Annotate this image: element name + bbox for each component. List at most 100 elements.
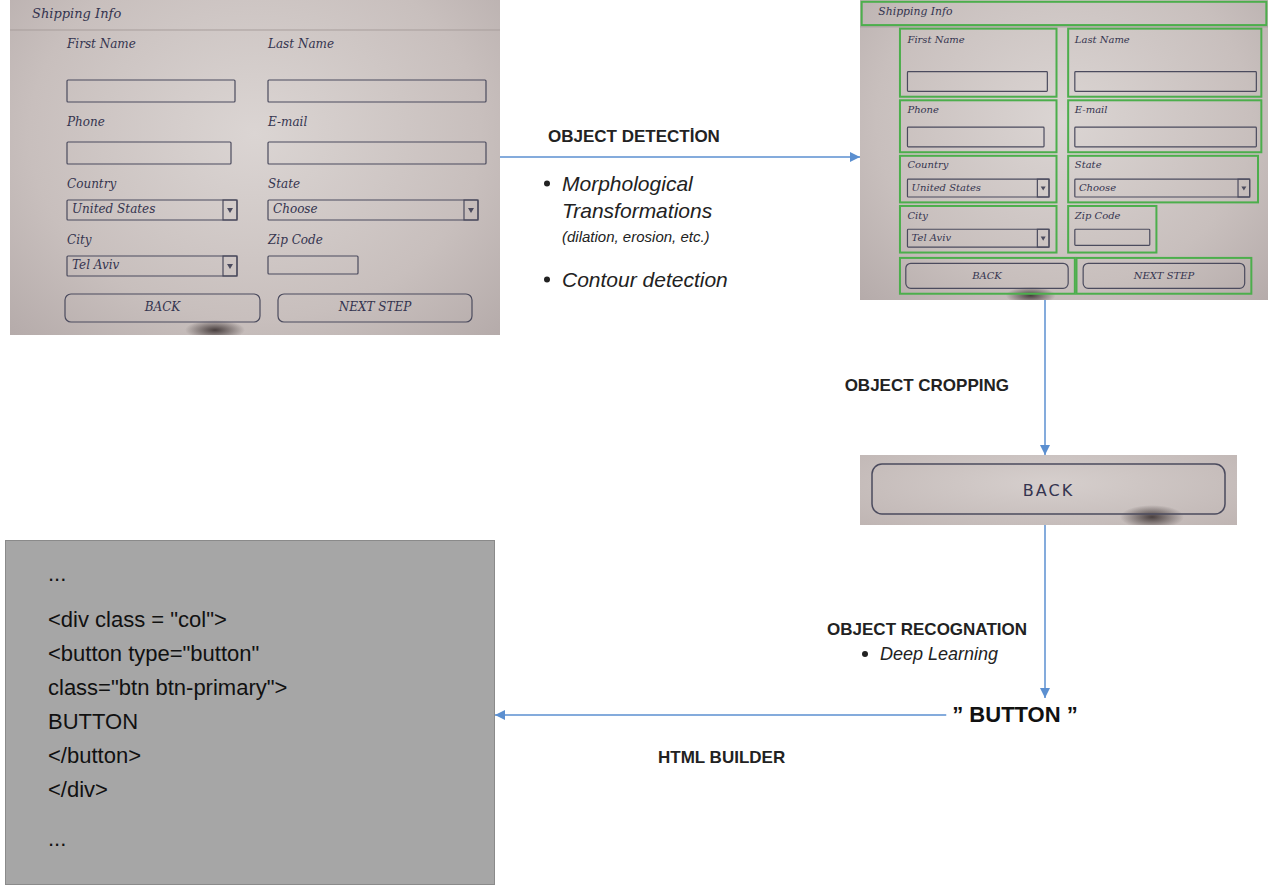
sketch-text: E-mail — [1075, 104, 1108, 115]
sketched-field — [907, 229, 1049, 247]
method-note: Contour detection — [562, 266, 822, 293]
recognized-class: ” BUTTON ” — [946, 698, 1083, 732]
sketch-text: United States — [72, 203, 155, 217]
bullet-dot — [862, 651, 868, 657]
sketched-field — [1075, 72, 1257, 92]
dropdown-button — [1037, 229, 1049, 247]
code-line: ... — [48, 561, 66, 587]
dropdown-button — [464, 200, 478, 220]
detection-box — [1068, 206, 1156, 253]
code-line: <button type="button" — [48, 641, 259, 667]
dropdown-arrow — [1041, 186, 1046, 190]
sketch-photo: Shipping InfoFirst Name Last NamePhone E-m… — [10, 0, 500, 335]
dropdown-button — [223, 200, 237, 220]
code-line: </button> — [48, 743, 141, 769]
html-code-box: ... <div class = "col"> <button type="butt… — [5, 540, 495, 885]
sketch-text: First Name — [907, 34, 964, 45]
sketch-text: Choose — [273, 203, 318, 217]
detection-box — [1068, 100, 1261, 152]
sketch-text: Last Name — [268, 38, 334, 52]
sketch-text: Shipping Info — [32, 7, 121, 22]
dropdown-button — [1238, 179, 1250, 197]
method-note: (dilation, erosion, etc.) — [562, 228, 822, 246]
button-text: BACK — [1023, 481, 1074, 500]
sketched-field — [906, 263, 1068, 288]
sketched-button — [872, 464, 1225, 514]
sketched-field — [67, 142, 231, 164]
method-note: Morphological Transformations — [562, 170, 797, 224]
detection-box — [900, 156, 1057, 203]
dropdown-arrow — [227, 264, 233, 269]
sketch-text: Zip Code — [268, 234, 323, 248]
sketched-field — [268, 256, 358, 274]
code-line: class="btn btn-primary"> — [48, 675, 287, 701]
flow-arrow — [495, 714, 946, 716]
sketch-text: Country — [907, 159, 948, 170]
sketch-text: E-mail — [268, 116, 307, 130]
bullet-dot — [544, 181, 550, 187]
sketch-text: Tel Aviv — [72, 259, 119, 273]
dropdown-arrow — [468, 208, 474, 213]
bullet-dot — [544, 277, 550, 283]
cropped-object: BACK — [860, 455, 1237, 525]
sketch-text: Phone — [67, 116, 105, 130]
detection-box — [1068, 29, 1261, 97]
sketched-field — [1075, 127, 1257, 147]
sketched-field — [278, 294, 472, 322]
sketch-text: BACK — [145, 301, 181, 315]
step-label: HTML BUILDER — [655, 748, 788, 768]
sketched-field — [268, 80, 486, 102]
sketch-text: State — [1075, 159, 1102, 170]
dropdown-button — [223, 256, 237, 276]
detection-box — [900, 258, 1075, 294]
sketch-text: Last Name — [1075, 34, 1130, 45]
sketch-text: United States — [912, 182, 981, 193]
sketch-text: State — [268, 178, 300, 192]
class-label: ” BUTTON ” — [952, 702, 1077, 728]
sketched-field — [907, 179, 1049, 197]
sketched-field — [907, 127, 1044, 147]
code-line: </div> — [48, 777, 108, 803]
paper-edge — [860, 26, 1268, 27]
detection-box — [1076, 258, 1251, 294]
sketched-field — [268, 142, 486, 164]
sketched-field — [1083, 263, 1245, 288]
sketch-text: City — [67, 234, 92, 248]
step-label: OBJECT CROPPING — [842, 376, 1012, 396]
detection-box — [900, 206, 1057, 253]
detection-box — [900, 29, 1057, 97]
step-label: OBJECT RECOGNATION — [824, 620, 1030, 640]
step-label: OBJECT DETECTİON — [545, 127, 723, 147]
sketch-text: Phone — [907, 104, 939, 115]
sketch-text: First Name — [67, 38, 136, 52]
code-line: BUTTON — [48, 709, 138, 735]
sketched-field — [1075, 229, 1150, 245]
method-note: Deep Learning — [880, 643, 1080, 665]
sketch-text: Shipping Info — [878, 6, 952, 18]
sketch-text: Country — [67, 178, 116, 192]
sketched-field — [65, 294, 260, 322]
detection-box — [900, 100, 1057, 152]
detected-photo: Shipping InfoFirst Name Last NamePhone E-m… — [860, 0, 1268, 300]
paper-edge — [10, 30, 500, 31]
sketch-text: NEXT STEP — [1134, 270, 1194, 281]
sketched-field — [907, 72, 1047, 92]
sketched-field — [67, 80, 235, 102]
dropdown-arrow — [1041, 237, 1046, 241]
sketched-field — [1075, 179, 1250, 197]
code-line: <div class = "col"> — [48, 607, 227, 633]
sketch-text: Zip Code — [1075, 210, 1121, 221]
sketched-field — [67, 200, 237, 220]
detection-box — [1068, 156, 1258, 203]
dropdown-arrow — [227, 208, 233, 213]
sketch-text: City — [907, 210, 928, 221]
dropdown-arrow — [1241, 186, 1246, 190]
dropdown-button — [1037, 179, 1049, 197]
detection-box — [862, 2, 1267, 25]
sketch-text: Choose — [1079, 182, 1116, 193]
flow-arrow — [500, 156, 860, 158]
sketched-field — [268, 200, 478, 220]
flow-arrow — [1044, 525, 1046, 698]
shadow-smudge — [1120, 505, 1184, 525]
sketch-text: BACK — [972, 270, 1002, 281]
